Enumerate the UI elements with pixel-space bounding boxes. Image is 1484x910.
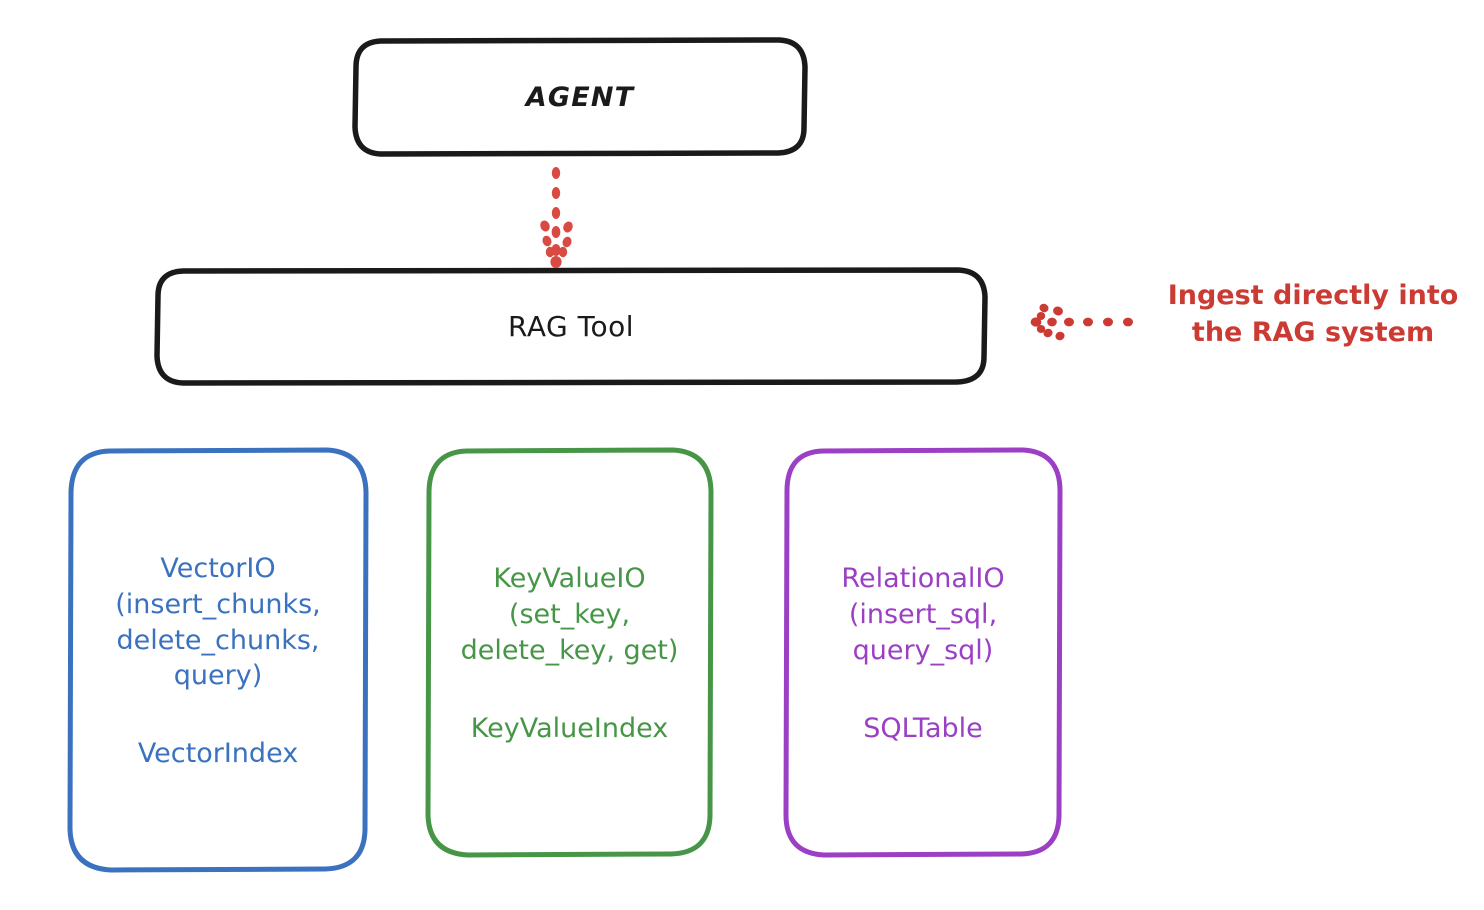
keyvalue-store-node[interactable]: KeyValueIO (set_key, delete_key, get) Ke… (428, 450, 711, 855)
vector-store-node[interactable]: VectorIO (insert_chunks, delete_chunks, … (70, 450, 366, 870)
keyvalue-store-index-label: KeyValueIndex (470, 712, 669, 744)
relational-store-node[interactable]: RelationalIO (insert_sql, query_sql) SQL… (786, 450, 1060, 855)
keyvalue-store-box-outline (425, 447, 714, 858)
vector-store-index-label: VectorIndex (137, 738, 299, 770)
agent-node[interactable]: AGENT (355, 40, 805, 154)
agent-box-outline (352, 37, 808, 157)
rag-tool-box-outline (154, 267, 988, 386)
ingest-annotation-text: Ingest directly into the RAG system (1167, 280, 1459, 349)
vector-store-box-outline (67, 447, 369, 873)
vector-store-body: VectorIO (insert_chunks, delete_chunks, … (70, 551, 366, 770)
relational-store-box-outline (783, 447, 1063, 858)
keyvalue-store-body: KeyValueIO (set_key, delete_key, get) Ke… (428, 561, 711, 744)
relational-store-api-label: RelationalIO (insert_sql, query_sql) (841, 563, 1005, 666)
keyvalue-store-api-label: KeyValueIO (set_key, delete_key, get) (460, 563, 679, 666)
rag-tool-label: RAG Tool (508, 310, 634, 343)
relational-store-index-label: SQLTable (863, 712, 983, 744)
vector-store-api-label: VectorIO (insert_chunks, delete_chunks, … (115, 552, 321, 692)
annotation-to-rag-arrow (1030, 303, 1133, 341)
agent-label: AGENT (525, 81, 635, 113)
rag-tool-node[interactable]: RAG Tool (157, 270, 985, 383)
relational-store-body: RelationalIO (insert_sql, query_sql) SQL… (786, 561, 1060, 744)
agent-to-rag-arrow (540, 167, 573, 268)
